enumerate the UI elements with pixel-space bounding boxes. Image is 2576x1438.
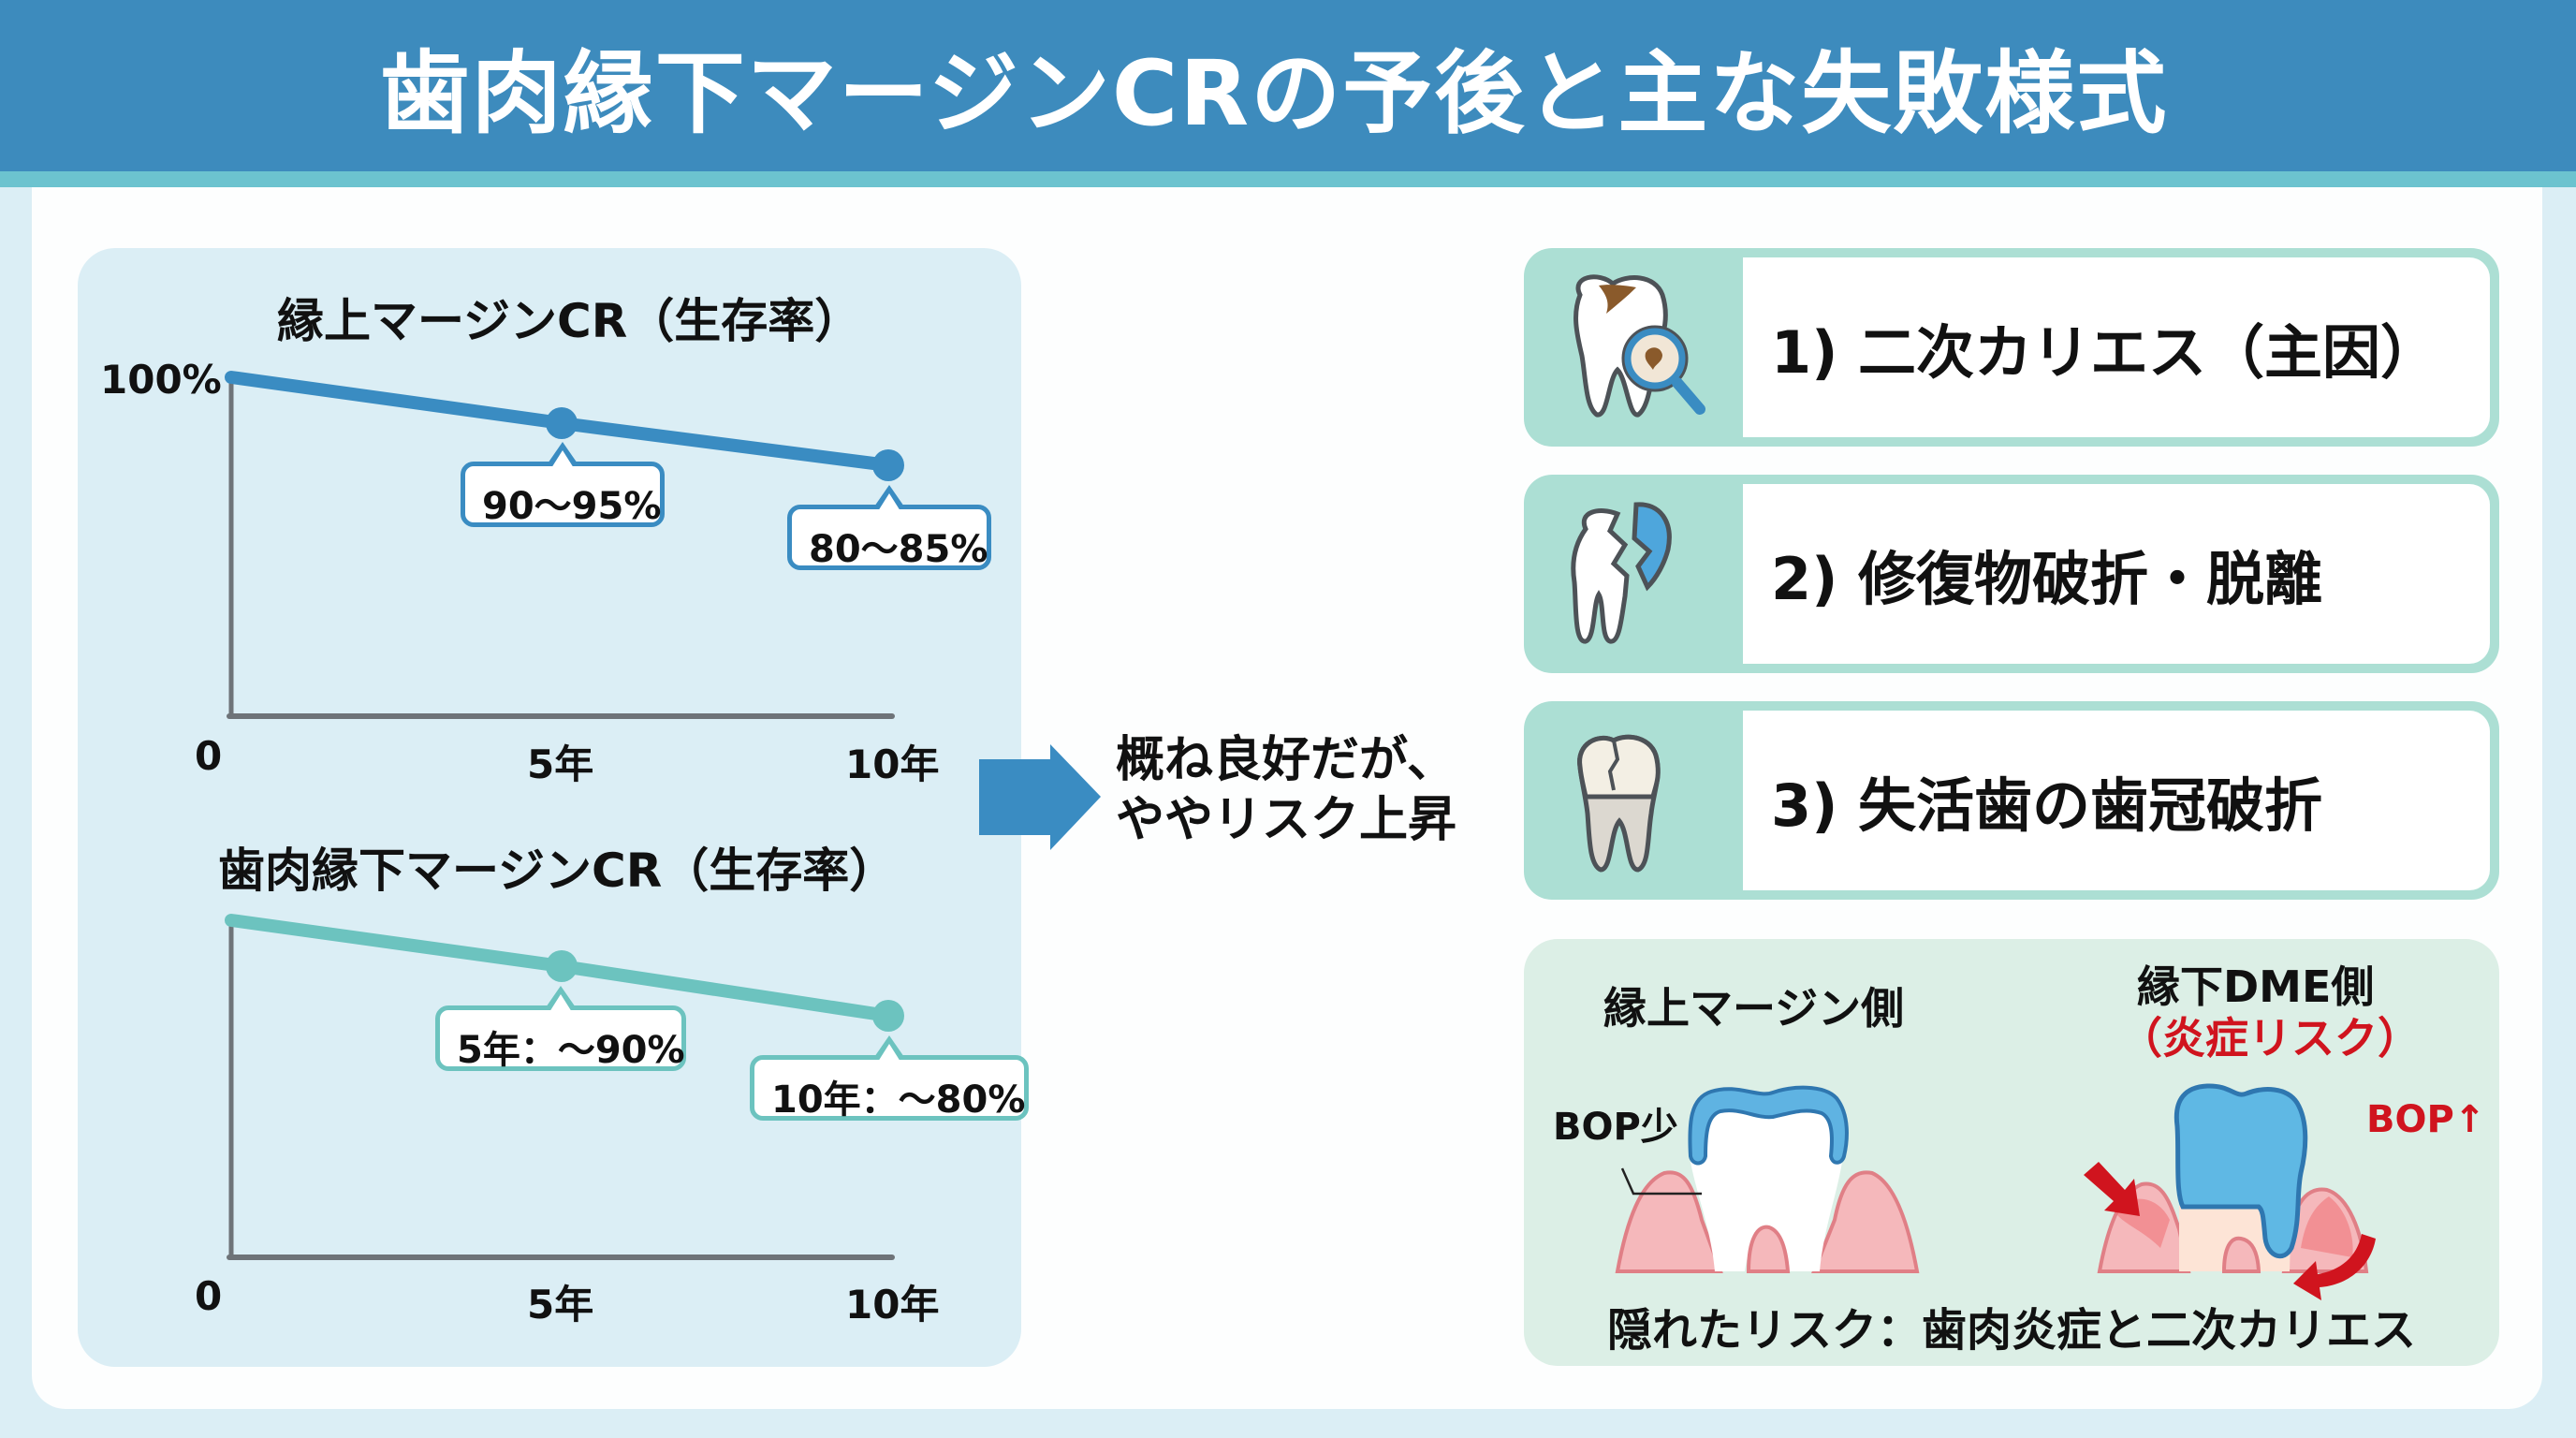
tooth-caries-magnifier-icon <box>1573 274 1705 418</box>
x-tick-0: 0 <box>195 733 223 779</box>
dme-side-title: 縁下DME側 <box>2137 961 2375 1012</box>
failure-label: 3) 失活歯の歯冠破折 <box>1771 771 2323 840</box>
margin-risk-comparison-panel: 縁上マージン側 縁下DME側 （炎症リスク） BOP少 BOP↑ 隠れたリスク：… <box>1524 939 2499 1366</box>
callout-10y-supra: 80〜85% <box>787 505 991 571</box>
failure-card-restoration-fracture: 2) 修復物破折・脱離 <box>1524 475 2499 673</box>
broken-restoration-tooth-icon <box>1571 502 1672 644</box>
supra-chart-title: 縁上マージンCR（生存率） <box>277 294 862 348</box>
failure-card-secondary-caries: 1) 二次カリエス（主因） <box>1524 248 2499 447</box>
right-arrow-icon <box>979 744 1101 850</box>
dme-tooth-diagram <box>2084 1083 2376 1300</box>
callout-5y-sub: 5年：〜90% <box>435 1005 686 1072</box>
supra-margin-side-title: 縁上マージン側 <box>1603 983 1905 1034</box>
failure-card-label-area: 3) 失活歯の歯冠破折 <box>1743 711 2490 890</box>
y-axis-label-100: 100% <box>100 357 222 403</box>
sub-chart-title: 歯肉縁下マージンCR（生存率） <box>218 844 897 898</box>
x-tick-0: 0 <box>195 1273 223 1319</box>
hidden-risk-footer: 隠れたリスク：歯肉炎症と二次カリエス <box>1606 1304 2416 1357</box>
margin-diagrams <box>1615 1083 2376 1300</box>
cracked-crown-tooth-icon <box>1577 734 1661 873</box>
failure-card-label-area: 2) 修復物破折・脱離 <box>1743 484 2490 664</box>
data-point-5y <box>546 407 578 439</box>
inflammation-risk-subtitle: （炎症リスク） <box>2119 1013 2421 1064</box>
failure-label: 2) 修復物破折・脱離 <box>1771 545 2323 613</box>
x-tick-5y: 5年 <box>527 1282 594 1328</box>
bop-high-label: BOP↑ <box>2366 1098 2486 1141</box>
bop-low-label: BOP少 <box>1553 1106 1678 1149</box>
data-point-10y <box>872 1000 904 1032</box>
page-title: 歯肉縁下マージンCRの予後と主な失敗様式 <box>379 41 2169 146</box>
header-accent-stripe <box>0 171 2576 187</box>
survival-charts-panel: 縁上マージンCR（生存率） 100% 90〜95% 80〜85% 0 5年 10… <box>78 248 1029 1367</box>
failure-card-label-area: 1) 二次カリエス（主因） <box>1743 257 2490 437</box>
supra-survival-chart <box>225 371 904 1260</box>
supra-margin-tooth-diagram <box>1615 1085 1920 1273</box>
x-tick-10y: 10年 <box>845 1282 940 1328</box>
failure-label: 1) 二次カリエス（主因） <box>1771 318 2439 387</box>
callout-10y-sub: 10年：〜80% <box>750 1055 1029 1122</box>
x-tick-10y: 10年 <box>845 741 940 787</box>
summary-line-1: 概ね良好だが、 <box>1116 732 1456 788</box>
x-tick-5y: 5年 <box>527 741 594 787</box>
summary-text: 概ね良好だが、 ややリスク上昇 <box>1116 730 1456 850</box>
data-point-5y <box>546 950 578 982</box>
failure-card-crown-fracture: 3) 失活歯の歯冠破折 <box>1524 701 2499 900</box>
callout-5y-supra: 90〜95% <box>461 462 665 528</box>
data-point-10y <box>872 449 904 481</box>
header-banner: 歯肉縁下マージンCRの予後と主な失敗様式 <box>0 0 2576 171</box>
summary-line-2: ややリスク上昇 <box>1116 792 1457 848</box>
